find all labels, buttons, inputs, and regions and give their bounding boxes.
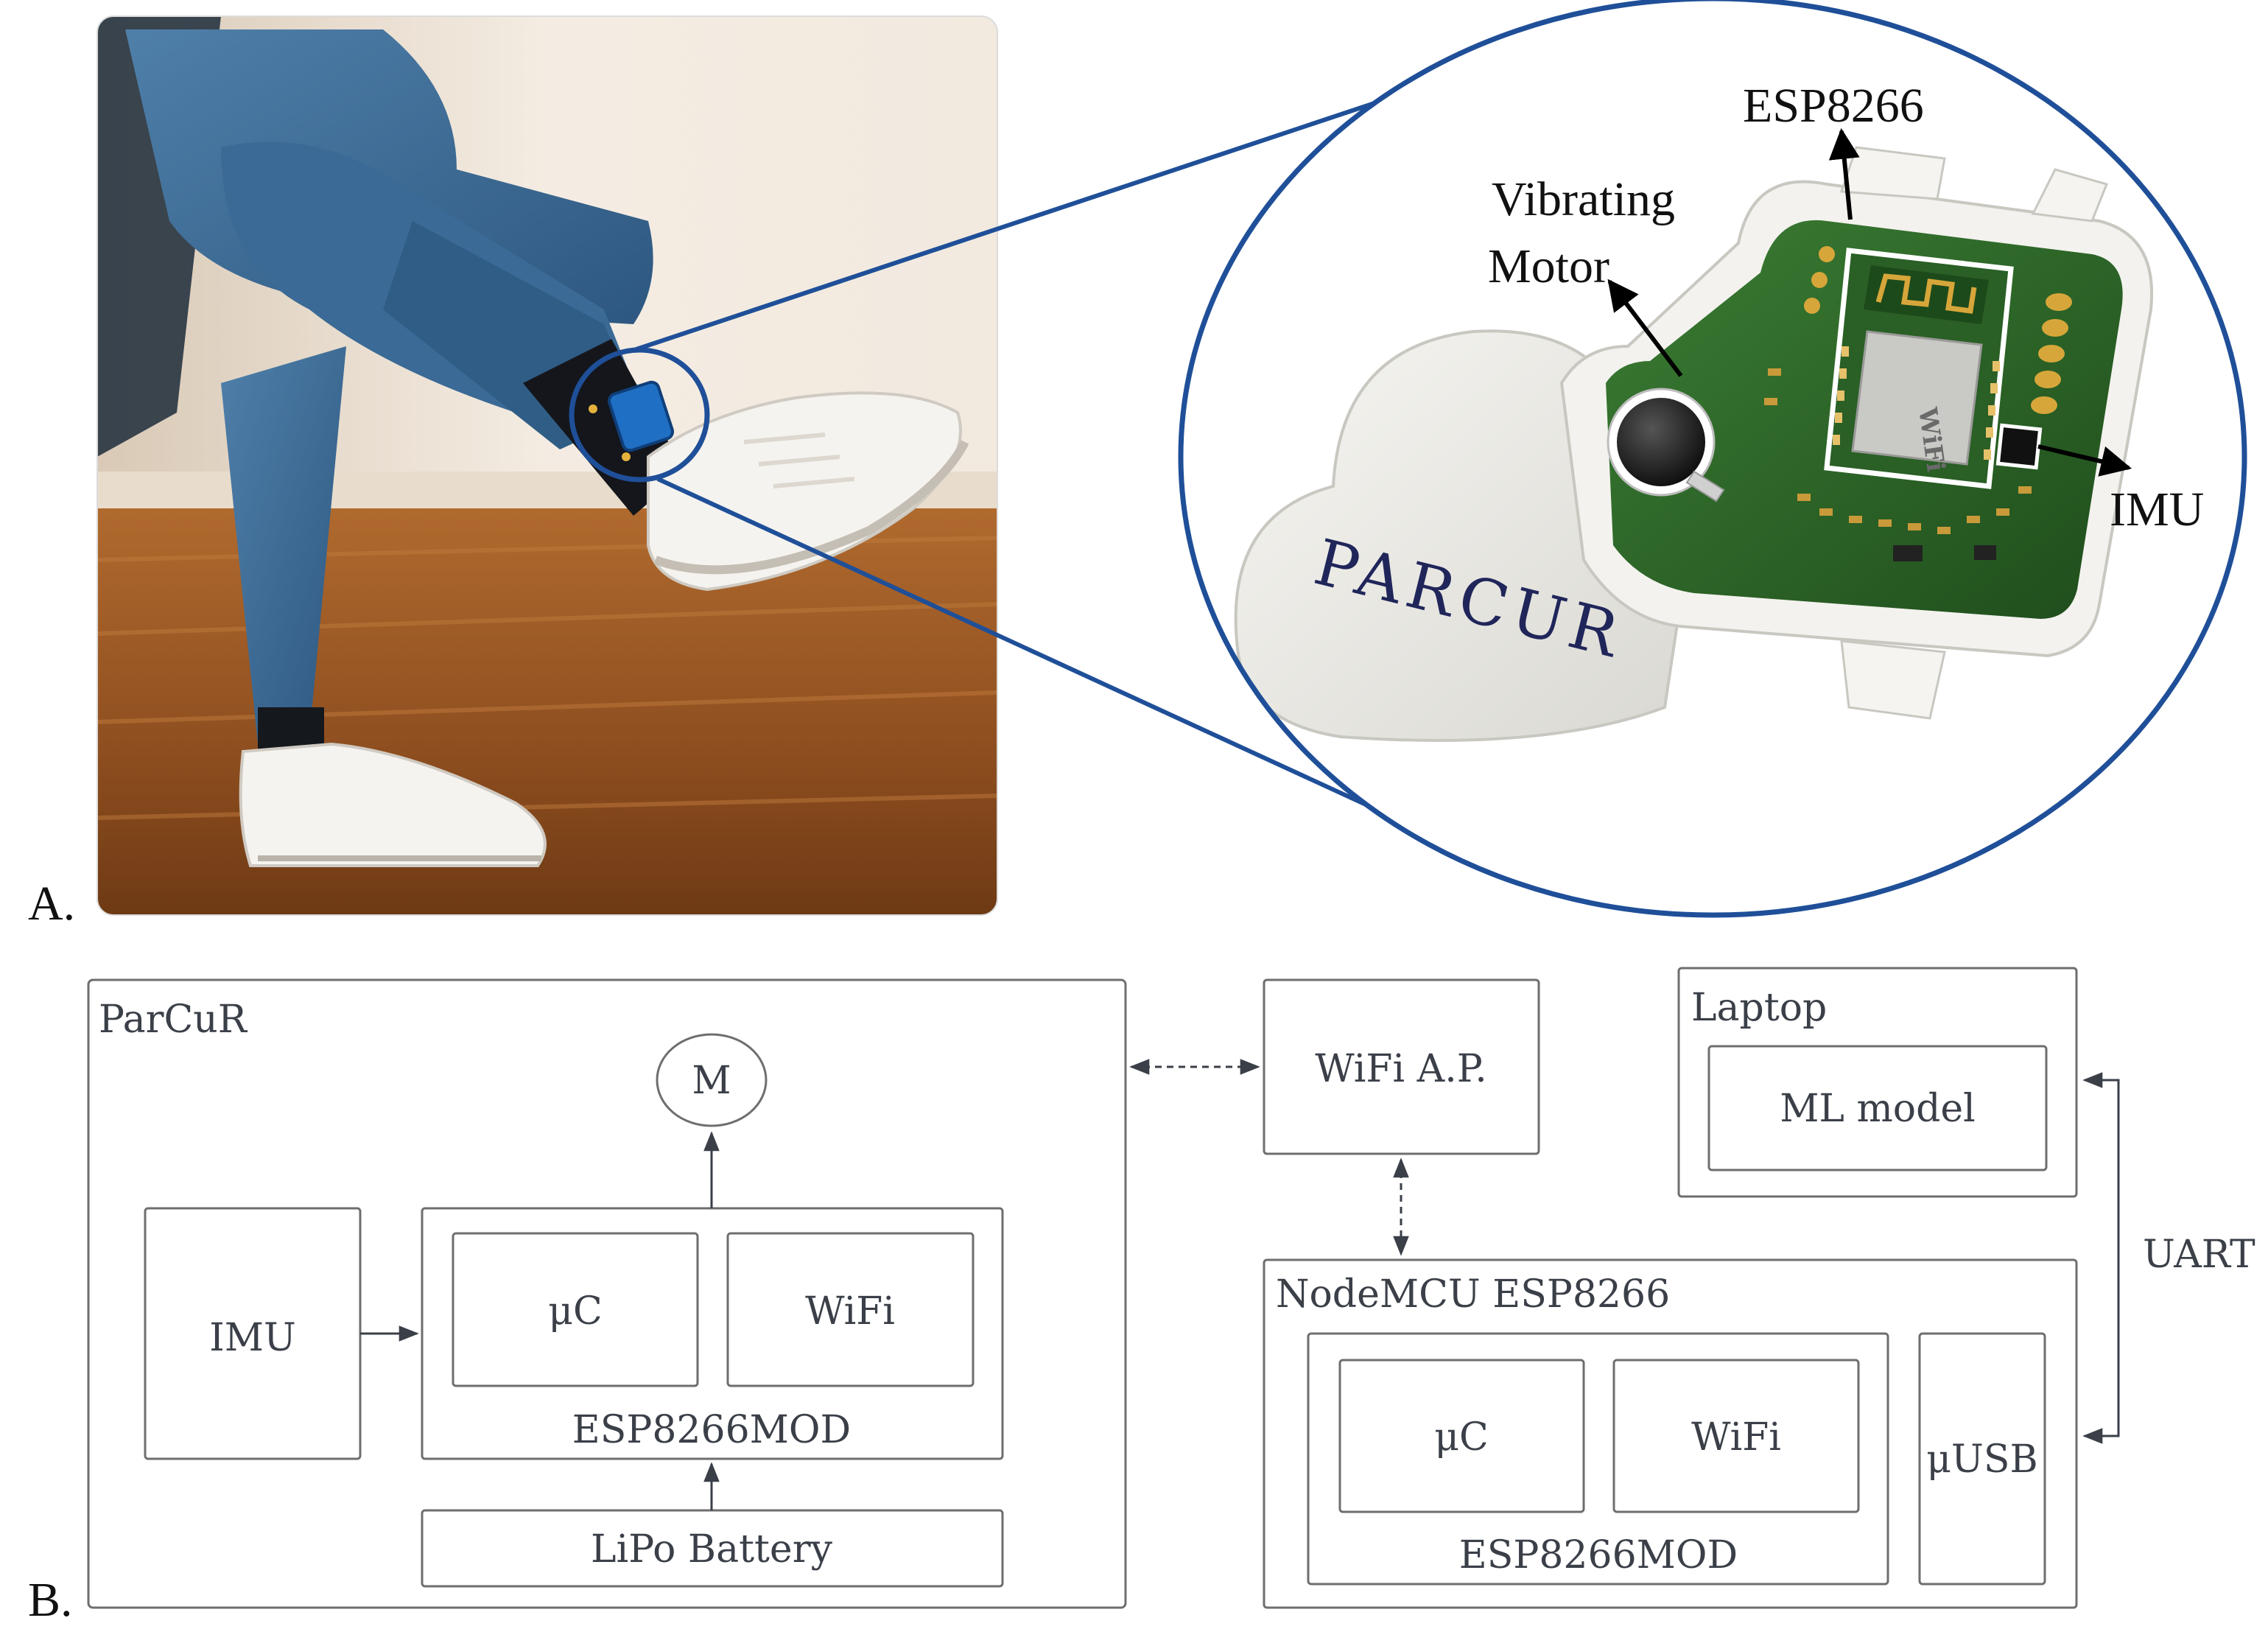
motor-callout-label-line2: Motor	[1488, 239, 1609, 293]
nodemcu-module-label: ESP8266MOD	[1459, 1533, 1738, 1577]
laptop-title: Laptop	[1691, 986, 1827, 1030]
parcur-uc-box	[452, 1232, 699, 1387]
nodemcu-usb-box	[1918, 1332, 2046, 1586]
photo-frame	[96, 15, 998, 916]
parcur-imu-label: IMU	[209, 1316, 296, 1360]
nodemcu-wifi-label: WiFi	[1691, 1415, 1781, 1460]
device-render: PARCUR WiFi	[1234, 146, 2154, 742]
uart-label: UART	[2143, 1233, 2255, 1277]
uart-link	[2082, 1072, 2120, 1444]
panel-b-label: B.	[28, 1573, 73, 1627]
zoom-line-upper	[631, 57, 1508, 353]
nodemcu-box	[1263, 1258, 2078, 1609]
imu-callout-arrow	[2037, 444, 2132, 477]
ml-model-label: ML model	[1780, 1087, 1976, 1131]
nodemcu-esp-module-box	[1307, 1332, 1889, 1586]
parcur-box	[87, 978, 1127, 1609]
parcur-module-label: ESP8266MOD	[572, 1408, 851, 1452]
connectors	[360, 1059, 2120, 1510]
parcur-title: ParCuR	[99, 998, 248, 1042]
imu-callout-label: IMU	[2110, 483, 2204, 536]
ml-model-box	[1707, 1045, 2048, 1171]
leg-photo	[97, 16, 997, 915]
esp-callout-label: ESP8266	[1743, 79, 1924, 133]
access-point-box	[1263, 978, 1540, 1155]
block-diagram	[87, 967, 2078, 1609]
parcur-wifi-label: WiFi	[805, 1289, 895, 1334]
parcur-battery-label: LiPo Battery	[591, 1527, 833, 1572]
panel-a-label: A.	[28, 877, 75, 931]
motor-label: M	[692, 1059, 731, 1103]
nodemcu-title: NodeMCU ESP8266	[1276, 1272, 1670, 1317]
esp-callout-arrow	[1828, 127, 1860, 220]
nodemcu-uc-box	[1338, 1359, 1585, 1513]
zoom-circle	[1178, 0, 2247, 918]
nodemcu-uc-label: μC	[1434, 1415, 1489, 1460]
zoom-line-lower	[656, 477, 1412, 827]
motor-circle	[656, 1033, 768, 1127]
parcur-uc-label: μC	[548, 1289, 603, 1334]
motor-callout-label-line1: Vibrating	[1492, 172, 1675, 226]
nodemcu-wifi-box	[1612, 1359, 1860, 1513]
motor-callout-arrow	[1607, 278, 1683, 377]
nodemcu-usb-label: μUSB	[1926, 1437, 2037, 1482]
laptop-box	[1677, 967, 2078, 1198]
access-point-label: WiFi A.P.	[1315, 1047, 1486, 1091]
parcur-wifi-box	[726, 1232, 975, 1387]
